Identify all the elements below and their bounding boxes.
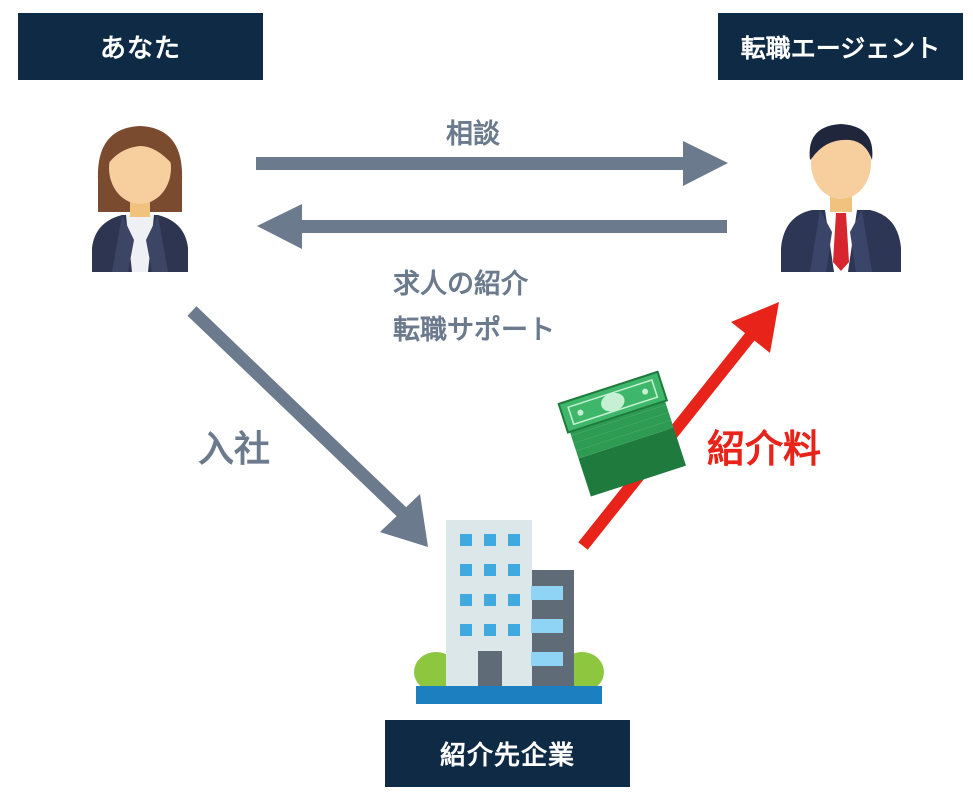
support-text: 転職サポート — [393, 315, 555, 346]
agent-label: 転職エージェント — [718, 13, 963, 80]
join-arrow — [187, 306, 428, 547]
woman-avatar-icon — [92, 126, 188, 272]
consult-arrow — [256, 141, 728, 186]
you-label: あなた — [18, 13, 263, 80]
man-avatar-icon — [781, 124, 901, 272]
join-text: 入社 — [198, 429, 271, 470]
job-intro-arrow — [257, 204, 727, 249]
office-building-icon — [414, 520, 604, 704]
job-intro-text: 求人の紹介 — [393, 269, 528, 300]
fee-text: 紹介料 — [707, 427, 822, 471]
consult-text: 相談 — [446, 119, 500, 150]
cash-stack-icon — [557, 370, 686, 497]
company-label: 紹介先企業 — [385, 720, 630, 787]
